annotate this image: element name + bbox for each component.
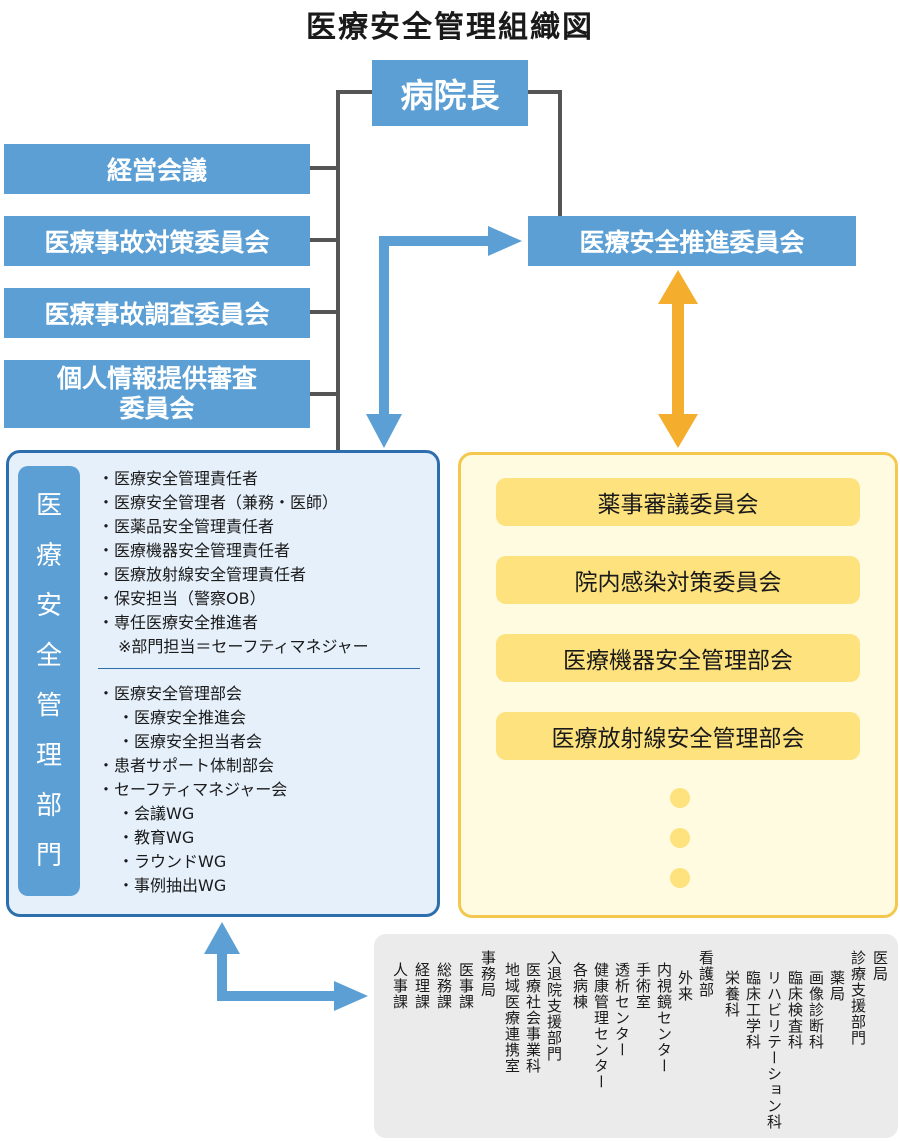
connector-trunk-vertical (336, 90, 340, 452)
dept-medical-affairs: 医事課 (457, 962, 475, 1010)
privacy-review-committee-line2: 委員会 (119, 394, 195, 423)
arrow-to-promotion-committee (379, 236, 490, 420)
page-title: 医療安全管理組織図 (306, 10, 594, 45)
safety-management-dept-label: 医 療 安 全 管 理 部 門 (18, 466, 80, 896)
list-item: ・医薬品安全管理責任者 (98, 517, 275, 536)
infection-control-committee[interactable]: 院内感染対策委員会 (496, 556, 860, 604)
pharmaceutical-committee[interactable]: 薬事審議委員会 (496, 478, 860, 526)
list-item: ・事例抽出WG (118, 876, 227, 895)
list-item: ・セーフティマネジャー会 (98, 780, 288, 799)
dept-label-char: 安 (35, 591, 62, 621)
radiation-safety-subcommittee[interactable]: 医療放射線安全管理部会 (496, 712, 860, 760)
director-label: 病院長 (400, 76, 500, 115)
dept-general-affairs: 総務課 (435, 962, 453, 1010)
dept-outpatient: 外来 (676, 970, 694, 1002)
dept-label-char: 療 (35, 541, 62, 571)
dept-administration: 事務局 (479, 950, 497, 998)
privacy-review-committee-box[interactable]: 個人情報提供審査 委員会 (4, 360, 310, 428)
arrowhead-down (366, 414, 402, 448)
list-item: ・医療機器安全管理責任者 (98, 541, 291, 560)
connector-branch-2 (310, 238, 338, 242)
committee-label: 医療機器安全管理部会 (563, 648, 793, 674)
departments-panel: 医局 診療支援部門 薬局 画像診断科 臨床検査科 リハビリテーション科 臨床工学… (374, 934, 898, 1138)
dept-label-char: 部 (35, 791, 62, 821)
dept-medical-social-work: 医療社会事業科 (524, 962, 542, 1074)
dept-nursing: 看護部 (697, 950, 715, 998)
committee-label: 院内感染対策委員会 (574, 570, 782, 596)
dept-label-char: 全 (35, 641, 62, 671)
ellipsis-dot (670, 868, 690, 888)
dept-rehabilitation: リハビリテーション科 (765, 970, 783, 1130)
accident-investigation-committee-box[interactable]: 医療事故調査委員会 (4, 288, 310, 338)
connector-right-vertical (558, 90, 562, 218)
dept-accounting: 経理課 (413, 962, 431, 1010)
arrowhead-right (488, 226, 522, 256)
list-item: ・専任医療安全推進者 (98, 613, 259, 632)
list-item: ・患者サポート体制部会 (98, 756, 275, 775)
list-note: ※部門担当＝セーフティマネジャー (118, 637, 369, 656)
accident-countermeasure-committee-label: 医療事故対策委員会 (44, 228, 270, 257)
list-item: ・医療安全管理者（兼務・医師） (98, 493, 339, 512)
dept-dialysis-center: 透析センター (613, 962, 631, 1058)
orange-arrowhead-up (658, 270, 698, 304)
promotion-committee-box[interactable]: 医療安全推進委員会 (528, 216, 856, 266)
arrowhead-right-dept (334, 981, 368, 1011)
orange-arrowhead-down (658, 414, 698, 448)
promotion-committee-label: 医療安全推進委員会 (579, 228, 805, 257)
connector-director-left (338, 90, 374, 94)
committee-label: 薬事審議委員会 (597, 492, 759, 518)
dept-clinical-support: 診療支援部門 (849, 950, 867, 1046)
dept-clinical-laboratory: 臨床検査科 (786, 970, 804, 1050)
privacy-review-committee-line1: 個人情報提供審査 (56, 364, 257, 393)
arrow-to-departments (217, 950, 336, 1001)
list-item: ・ラウンドWG (118, 852, 227, 871)
dept-label-char: 医 (35, 491, 62, 521)
safety-meetings-list: ・医療安全管理部会 ・医療安全推進会 ・医療安全担当者会 ・患者サポート体制部会… (98, 682, 287, 898)
section-divider (98, 668, 420, 669)
committee-label: 医療放射線安全管理部会 (551, 726, 805, 752)
dept-endoscopy-center: 内視鏡センター (655, 962, 673, 1074)
ellipsis-dot (670, 828, 690, 848)
accident-investigation-committee-label: 医療事故調査委員会 (44, 300, 270, 329)
connector-branch-3 (310, 310, 338, 314)
device-safety-subcommittee[interactable]: 医療機器安全管理部会 (496, 634, 860, 682)
ellipsis-dot (670, 788, 690, 808)
list-item: ・医療安全推進会 (118, 708, 247, 727)
dept-operating-room: 手術室 (634, 962, 652, 1010)
management-meeting-box[interactable]: 経営会議 (4, 144, 310, 194)
list-item: ・医療放射線安全管理責任者 (98, 565, 307, 584)
accident-countermeasure-committee-box[interactable]: 医療事故対策委員会 (4, 216, 310, 266)
dept-label-char: 管 (35, 691, 62, 721)
director-box[interactable]: 病院長 (372, 60, 528, 126)
dept-pharmacy: 薬局 (828, 970, 846, 1002)
dept-nutrition: 栄養科 (723, 970, 741, 1018)
dept-wards: 各病棟 (571, 962, 589, 1010)
list-item: ・保安担当（警察OB） (98, 589, 266, 608)
connector-branch-4 (310, 392, 338, 396)
connector-director-right (528, 90, 562, 94)
dept-diagnostic-imaging: 画像診断科 (807, 970, 825, 1050)
arrowhead-up-dept (204, 922, 240, 954)
list-item: ・教育WG (118, 828, 195, 847)
dept-regional-liaison: 地域医療連携室 (503, 962, 521, 1074)
connector-branch-1 (310, 166, 338, 170)
list-item: ・医療安全管理部会 (98, 684, 243, 703)
dept-label-char: 門 (35, 841, 62, 871)
list-item: ・医療安全担当者会 (118, 732, 263, 751)
orange-arrow-shaft (672, 300, 684, 420)
dept-medical-office: 医局 (871, 950, 889, 982)
management-meeting-label: 経営会議 (106, 156, 207, 185)
dept-human-resources: 人事課 (391, 962, 409, 1010)
safety-staff-list: ・医療安全管理責任者 ・医療安全管理者（兼務・医師） ・医薬品安全管理責任者 ・… (98, 467, 369, 659)
dept-clinical-engineering: 臨床工学科 (744, 970, 762, 1050)
list-item: ・医療安全管理責任者 (98, 469, 259, 488)
dept-admission-support: 入退院支援部門 (545, 950, 563, 1062)
dept-label-char: 理 (35, 741, 62, 771)
dept-health-checkup-center: 健康管理センター (592, 962, 610, 1090)
list-item: ・会議WG (118, 804, 195, 823)
